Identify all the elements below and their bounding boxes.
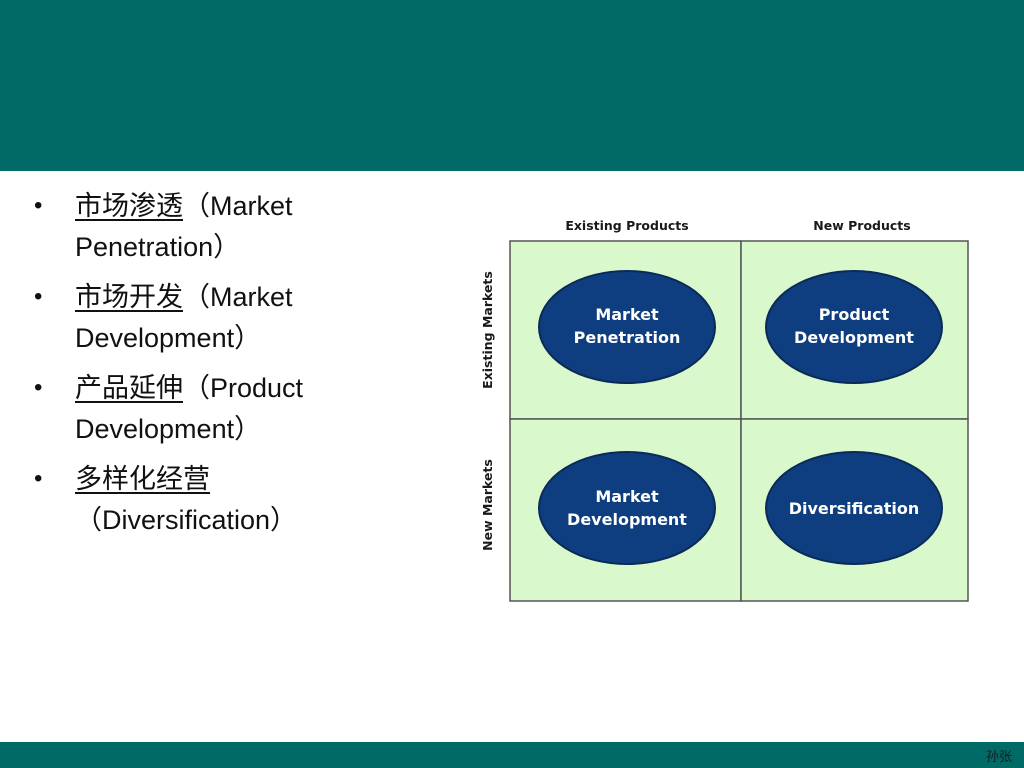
oval-label-market: Market	[595, 487, 659, 506]
oval-label-product: Product	[819, 305, 890, 324]
bullet-list: • 市场渗透（Market Penetration） • 市场开发（Market…	[34, 186, 374, 550]
oval-label-development: Development	[567, 510, 687, 529]
bullet-cn-label: 市场渗透	[75, 191, 183, 222]
bullet-dot-icon: •	[34, 192, 43, 219]
oval-diversification	[765, 451, 943, 565]
ansoff-matrix: Existing Products New Products Existing …	[480, 218, 969, 602]
footer-author: 孙张	[985, 750, 1012, 765]
bullet-market-development: • 市场开发（Market Development）	[34, 277, 374, 358]
bullet-product-development: • 产品延伸（Product Development）	[34, 368, 374, 449]
bullet-diversification: • 多样化经营 （Diversification）	[34, 459, 374, 540]
row-header-new-markets: New Markets	[480, 459, 495, 551]
bullet-dot-icon: •	[34, 374, 43, 401]
oval-label-diversification: Diversification	[789, 499, 920, 518]
oval-label-market: Market	[595, 305, 659, 324]
bullet-en-label: （Market Development）	[75, 282, 293, 353]
header-band	[0, 0, 1024, 171]
bullet-en-label: （Market Penetration）	[75, 191, 293, 262]
bullet-cn-label: 产品延伸	[75, 373, 183, 404]
column-header-existing-products: Existing Products	[565, 218, 688, 233]
bullet-market-penetration: • 市场渗透（Market Penetration）	[34, 186, 374, 267]
oval-label-penetration: Penetration	[574, 328, 681, 347]
bullet-cn-label: 多样化经营	[75, 464, 210, 495]
bullet-dot-icon: •	[34, 283, 43, 310]
oval-market-development	[538, 451, 716, 565]
oval-label-development: Development	[794, 328, 914, 347]
row-header-existing-markets: Existing Markets	[480, 271, 495, 389]
bullet-cn-label: 市场开发	[75, 282, 183, 313]
bullet-en-label: （Diversification）	[75, 505, 298, 535]
oval-market-penetration	[538, 270, 716, 384]
column-header-new-products: New Products	[813, 218, 910, 233]
bullet-en-label: （Product Development）	[75, 373, 304, 444]
bullet-dot-icon: •	[34, 465, 43, 492]
footer-band	[0, 742, 1024, 768]
oval-product-development	[765, 270, 943, 384]
